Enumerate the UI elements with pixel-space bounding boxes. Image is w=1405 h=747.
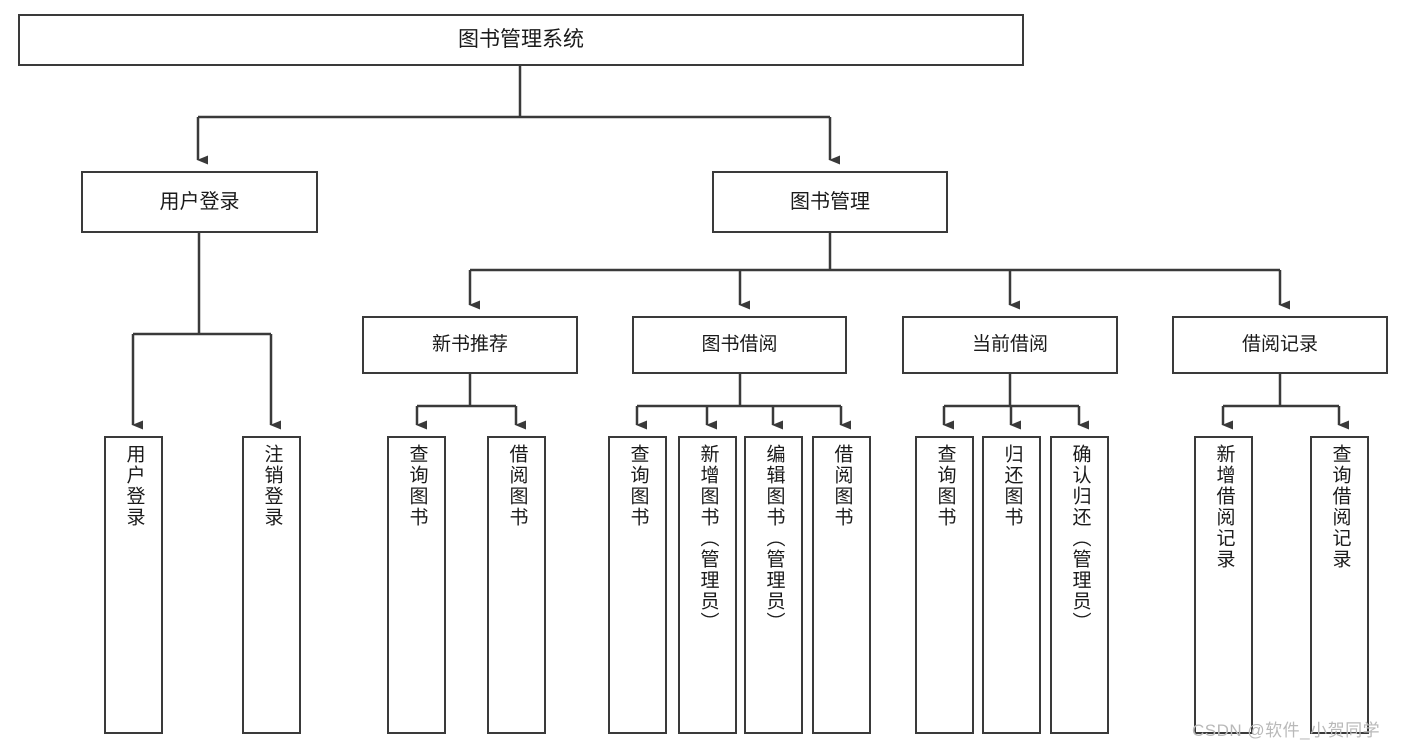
leaf-label: 确认归还（管理员） [1069,444,1091,633]
node-new-book-rec[interactable]: 新书推荐 [362,316,578,374]
node-root[interactable]: 图书管理系统 [18,14,1024,66]
leaf-label: 注销登录 [261,444,283,528]
node-label: 新书推荐 [431,333,508,355]
leaf-label: 借阅图书 [831,444,853,528]
leaf-query-book-2[interactable]: 查询图书 [608,436,667,734]
leaf-confirm-return[interactable]: 确认归还（管理员） [1050,436,1109,734]
leaf-label: 查询图书 [406,444,428,528]
leaf-user-login[interactable]: 用户登录 [104,436,163,734]
leaf-label: 归还图书 [1001,444,1023,528]
leaf-query-record[interactable]: 查询借阅记录 [1310,436,1369,734]
node-borrow-record[interactable]: 借阅记录 [1172,316,1388,374]
leaf-borrow-book-2[interactable]: 借阅图书 [812,436,871,734]
leaf-label: 用户登录 [123,444,145,528]
node-book-manage[interactable]: 图书管理 [712,171,948,233]
leaf-query-book-3[interactable]: 查询图书 [915,436,974,734]
node-label: 用户登录 [159,191,240,213]
leaf-label: 新增图书（管理员） [697,444,719,633]
leaf-edit-book[interactable]: 编辑图书（管理员） [744,436,803,734]
node-book-borrow[interactable]: 图书借阅 [632,316,847,374]
leaf-label: 借阅图书 [506,444,528,528]
watermark-text: CSDN @软件_小贺同学 [1192,721,1381,740]
leaf-label: 查询图书 [934,444,956,528]
leaf-label: 编辑图书（管理员） [763,444,785,633]
node-current-borrow[interactable]: 当前借阅 [902,316,1118,374]
leaf-return-book[interactable]: 归还图书 [982,436,1041,734]
node-label: 借阅记录 [1241,333,1318,355]
leaf-add-record[interactable]: 新增借阅记录 [1194,436,1253,734]
leaf-logout[interactable]: 注销登录 [242,436,301,734]
node-label: 当前借阅 [971,333,1048,355]
leaf-query-book-1[interactable]: 查询图书 [387,436,446,734]
leaf-label: 新增借阅记录 [1213,444,1235,570]
node-label: 图书管理系统 [458,28,584,52]
leaf-label: 查询图书 [627,444,649,528]
node-user-login[interactable]: 用户登录 [81,171,318,233]
leaf-add-book[interactable]: 新增图书（管理员） [678,436,737,734]
node-label: 图书管理 [790,191,870,213]
node-label: 图书借阅 [701,333,778,355]
leaf-label: 查询借阅记录 [1329,444,1351,570]
leaf-borrow-book-1[interactable]: 借阅图书 [487,436,546,734]
